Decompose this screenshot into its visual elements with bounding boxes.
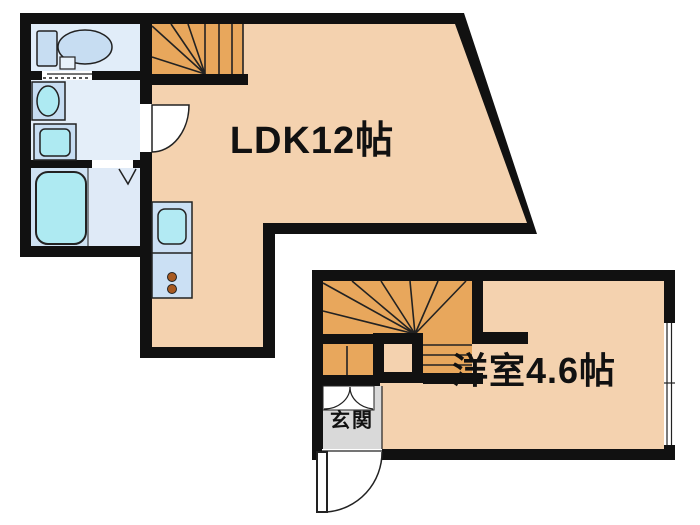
bathtub-icon: [35, 171, 87, 245]
room-label-western-room: 洋室4.6帖: [451, 350, 617, 391]
sliding-door-icon: [42, 71, 92, 80]
kitchen-counter-icon: [151, 201, 193, 299]
room-label-ldk: LDK12帖: [229, 120, 395, 162]
washing-machine-pan-icon: [33, 123, 77, 161]
ldk-floor: [152, 24, 527, 347]
room-label-entrance: 玄関: [330, 410, 374, 432]
entrance-door-icon: [316, 449, 383, 513]
toilet-icon: [36, 29, 113, 70]
staircase-upper-icon: [140, 23, 248, 85]
bathroom-drying-area: [88, 168, 140, 246]
staircase-lower-icon: [312, 280, 528, 386]
lower-floor-block: [312, 270, 675, 513]
sink-icon: [31, 81, 66, 121]
bathroom-door: [92, 160, 137, 186]
window-icon: [664, 323, 675, 445]
door-swing-icon: [140, 104, 190, 153]
upper-floor-block: [20, 13, 537, 358]
double-door-icon: [322, 385, 375, 411]
genkan-area: [322, 385, 383, 449]
stove-burners-icon: [167, 272, 177, 294]
